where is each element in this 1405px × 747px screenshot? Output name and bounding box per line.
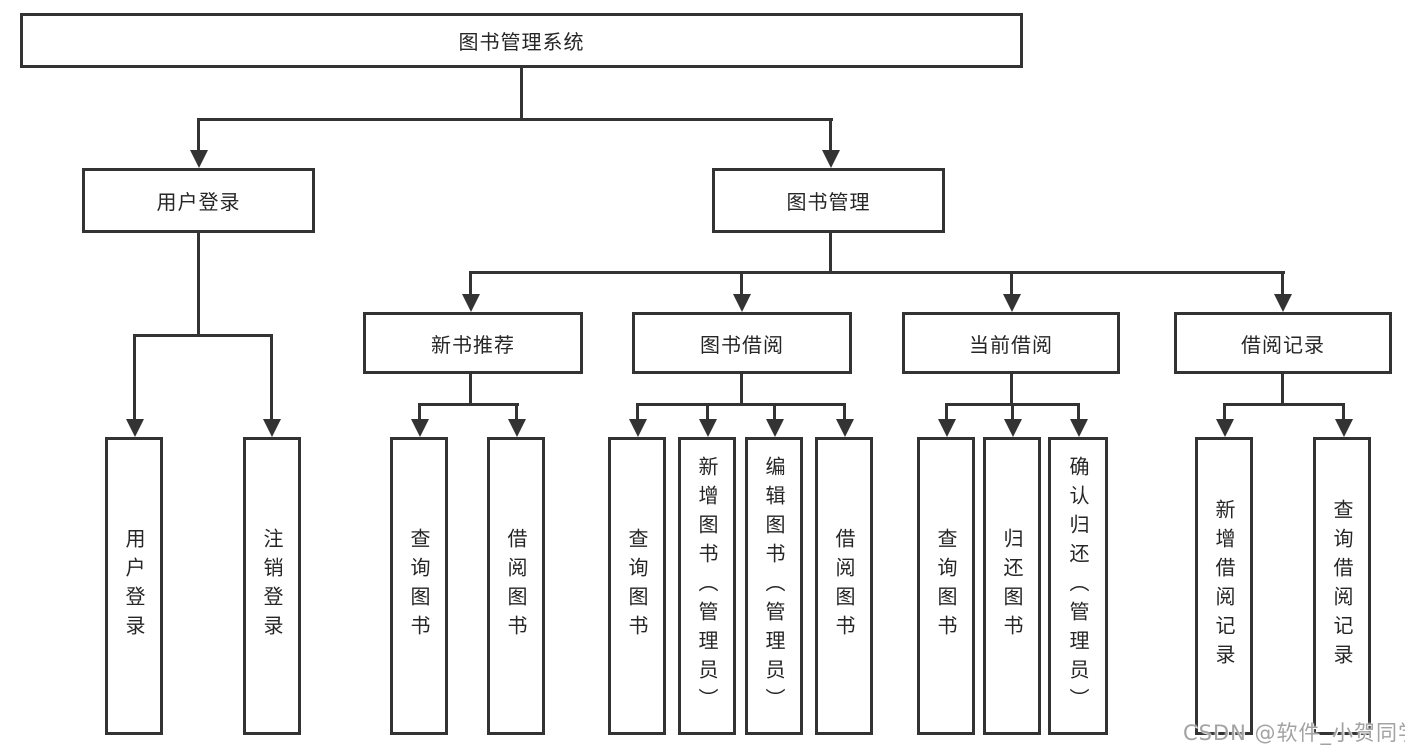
connector-stub — [1010, 374, 1013, 406]
connector-rail — [636, 403, 846, 406]
arrowhead-down-icon — [1004, 419, 1022, 437]
connector-stem — [829, 118, 832, 152]
leaf-label: 查询图书 — [934, 528, 958, 644]
arrowhead-down-icon — [822, 150, 840, 168]
leaf-label: 借阅图书 — [832, 528, 856, 644]
leaf-query-books-recommend: 查询图书 — [390, 437, 448, 735]
connector-stem — [843, 403, 846, 421]
leaf-logout: 注销登录 — [243, 437, 301, 735]
arrowhead-down-icon — [699, 419, 717, 437]
leaf-edit-books-admin: 编辑图书（管理员） — [745, 437, 803, 735]
leaf-return-books: 归还图书 — [983, 437, 1041, 735]
connector-stem — [636, 403, 639, 421]
leaf-label: 查询图书 — [625, 528, 649, 644]
node-book-management-branch: 图书管理 — [712, 168, 945, 233]
arrowhead-down-icon — [411, 419, 429, 437]
leaf-borrow-books-recommend: 借阅图书 — [487, 437, 545, 735]
connector-stem — [945, 403, 948, 421]
node-user-login-branch: 用户登录 — [82, 168, 315, 233]
connector-level3-rail — [469, 271, 1285, 274]
leaf-label: 注销登录 — [260, 528, 284, 644]
leaf-add-borrow-record: 新增借阅记录 — [1195, 437, 1253, 735]
connector-stem — [133, 334, 136, 420]
leaf-label: 编辑图书（管理员） — [762, 455, 786, 717]
leaf-add-books-admin: 新增图书（管理员） — [678, 437, 736, 735]
connector-stem — [1342, 403, 1345, 421]
arrowhead-down-icon — [629, 419, 647, 437]
arrowhead-down-icon — [462, 294, 480, 312]
node-label: 当前借阅 — [969, 332, 1053, 357]
connector-stub — [1281, 374, 1284, 406]
leaf-query-borrow-record: 查询借阅记录 — [1313, 437, 1371, 735]
connector-stem — [1077, 403, 1080, 421]
node-new-book-recommend: 新书推荐 — [363, 312, 583, 374]
connector-stem — [1010, 271, 1013, 296]
connector-stub — [829, 233, 832, 274]
arrowhead-down-icon — [938, 419, 956, 437]
node-label: 新书推荐 — [431, 332, 515, 357]
leaf-label: 新增图书（管理员） — [695, 455, 719, 717]
leaf-borrow-books: 借阅图书 — [815, 437, 873, 735]
leaf-query-books-current: 查询图书 — [917, 437, 975, 735]
leaf-label: 借阅图书 — [504, 528, 528, 644]
connector-stem — [270, 334, 273, 420]
leaf-label: 归还图书 — [1000, 528, 1024, 644]
connector-stem — [740, 271, 743, 296]
connector-stem — [469, 271, 472, 296]
node-label: 借阅记录 — [1241, 332, 1325, 357]
arrowhead-down-icon — [126, 419, 144, 437]
leaf-label: 查询借阅记录 — [1330, 499, 1354, 673]
leaf-label: 用户登录 — [122, 528, 146, 644]
arrowhead-down-icon — [733, 294, 751, 312]
connector-stem — [418, 403, 421, 421]
arrowhead-down-icon — [1003, 294, 1021, 312]
connector-stem — [706, 403, 709, 421]
connector-stem — [197, 118, 200, 152]
leaf-query-books-borrow: 查询图书 — [608, 437, 666, 735]
arrowhead-down-icon — [1070, 419, 1088, 437]
node-current-borrow: 当前借阅 — [902, 312, 1120, 374]
node-book-borrow: 图书借阅 — [632, 312, 852, 374]
arrowhead-down-icon — [190, 150, 208, 168]
leaf-label: 查询图书 — [407, 528, 431, 644]
connector-stem — [1011, 403, 1014, 421]
node-root-label: 图书管理系统 — [458, 30, 585, 54]
connector-stem — [515, 403, 518, 421]
connector-root-stub — [520, 68, 523, 120]
arrowhead-down-icon — [508, 419, 526, 437]
watermark: CSDN @软件_小贺同学 — [1183, 721, 1405, 745]
connector-rail — [133, 334, 273, 337]
connector-rail — [418, 403, 519, 406]
leaf-user-login: 用户登录 — [105, 437, 163, 735]
arrowhead-down-icon — [263, 419, 281, 437]
connector-level2-rail — [197, 118, 833, 121]
leaf-confirm-return-admin: 确认归还（管理员） — [1048, 437, 1108, 735]
connector-stub — [469, 374, 472, 406]
connector-stub — [740, 374, 743, 406]
leaf-label: 新增借阅记录 — [1212, 499, 1236, 673]
connector-rail — [1223, 403, 1345, 406]
node-label: 图书管理 — [786, 190, 871, 214]
leaf-label: 确认归还（管理员） — [1066, 455, 1090, 717]
arrowhead-down-icon — [836, 419, 854, 437]
arrowhead-down-icon — [1335, 419, 1353, 437]
node-label: 用户登录 — [156, 190, 241, 214]
connector-stub — [197, 233, 200, 337]
connector-stem — [1281, 271, 1284, 296]
connector-stem — [1223, 403, 1226, 421]
arrowhead-down-icon — [1216, 419, 1234, 437]
arrowhead-down-icon — [1274, 294, 1292, 312]
connector-stem — [773, 403, 776, 421]
node-root: 图书管理系统 — [20, 13, 1023, 68]
arrowhead-down-icon — [766, 419, 784, 437]
node-label: 图书借阅 — [700, 332, 784, 357]
node-borrow-records: 借阅记录 — [1174, 312, 1392, 374]
